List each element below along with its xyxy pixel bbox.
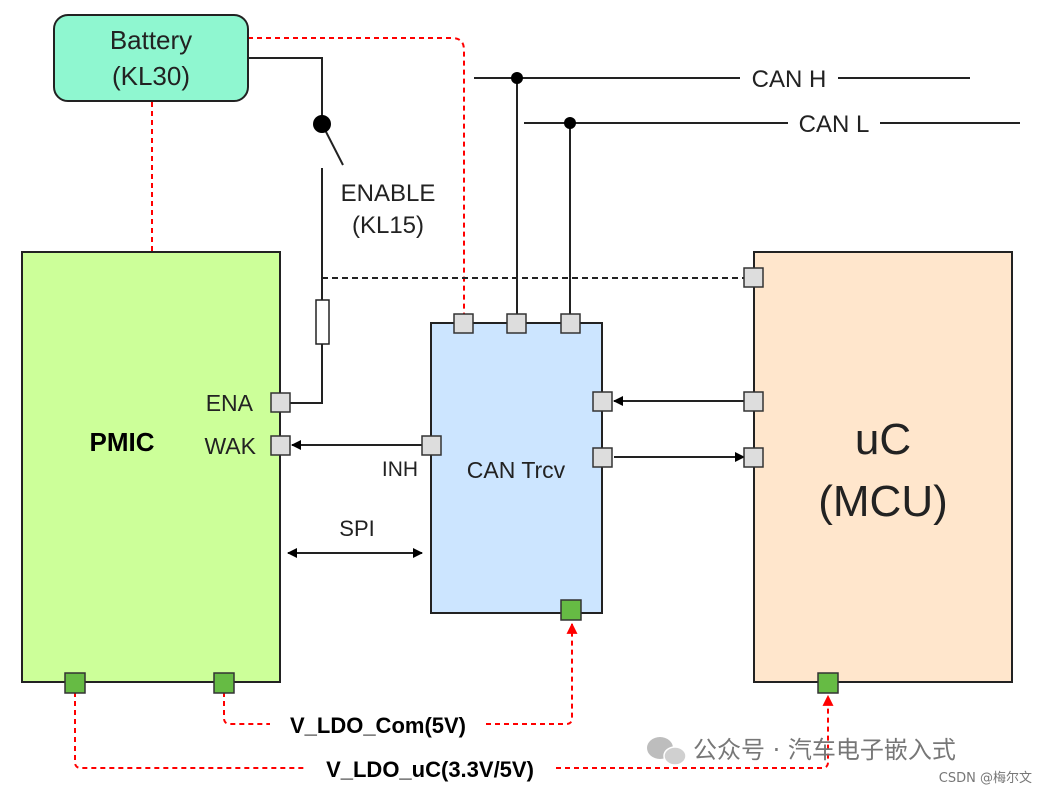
enable-label: ENABLE [341, 180, 436, 207]
pmic-ena-pin [270, 392, 291, 413]
mcu-box [753, 251, 1013, 683]
trcv-inh-label: INH [382, 458, 418, 481]
can-h-label: CAN H [752, 66, 827, 93]
pmic-label: PMIC [90, 427, 155, 457]
can-l-junction [564, 117, 576, 129]
spi-label: SPI [339, 516, 374, 541]
mcu-vdd-pin [817, 672, 839, 694]
can-h-junction [511, 72, 523, 84]
trcv-canh-pin [506, 313, 527, 334]
ldo-com-left [223, 692, 270, 725]
watermark-credit: CSDN @梅尔文 [939, 771, 1032, 786]
ldo-uc-left [74, 692, 305, 769]
transceiver-box [430, 322, 603, 614]
wechat-logo [647, 737, 687, 766]
battery-box [53, 14, 249, 102]
resistor-to-ena [290, 344, 323, 404]
switch-pivot [313, 115, 331, 133]
pull-resistor [315, 299, 330, 345]
pmic-ldo-com-pin [213, 672, 235, 694]
ldo-uc-right [556, 694, 834, 769]
battery-label: Battery [110, 25, 192, 55]
pmic-wak-label: WAK [204, 433, 256, 459]
mcu-rx-pin [743, 447, 764, 468]
pmic-wak-pin [270, 435, 291, 456]
pmic-ena-label: ENA [206, 390, 254, 416]
watermark-channel: 公众号 · 汽车电子嵌入式 [693, 736, 956, 764]
trcv-supply-pin [453, 313, 474, 334]
trcv-rx-pin [592, 391, 613, 412]
mcu-uc-label: uC [855, 415, 911, 464]
ldo-com-label: V_LDO_Com(5V) [290, 713, 466, 738]
battery-wire [248, 57, 323, 124]
supply-lines [74, 37, 834, 769]
ldo-uc-label: V_LDO_uC(3.3V/5V) [326, 757, 534, 782]
ldo-com-right [486, 622, 578, 725]
mcu-label: (MCU) [818, 477, 948, 526]
trcv-inh-pin [421, 435, 442, 456]
can-l-label: CAN L [799, 111, 870, 138]
pins [270, 267, 764, 468]
trcv-canl-pin [560, 313, 581, 334]
transceiver-label: CAN Trcv [467, 457, 566, 483]
mcu-tx-pin [743, 391, 764, 412]
pmic-box [21, 251, 281, 683]
power-pins [64, 599, 839, 694]
pmic-ldo-uc-pin [64, 672, 86, 694]
mcu-enable-pin [743, 267, 764, 288]
enable-kl15-label: (KL15) [352, 212, 424, 239]
battery-kl30-label: (KL30) [112, 61, 190, 91]
trcv-tx-pin [592, 447, 613, 468]
trcv-vcc-pin [560, 599, 582, 621]
